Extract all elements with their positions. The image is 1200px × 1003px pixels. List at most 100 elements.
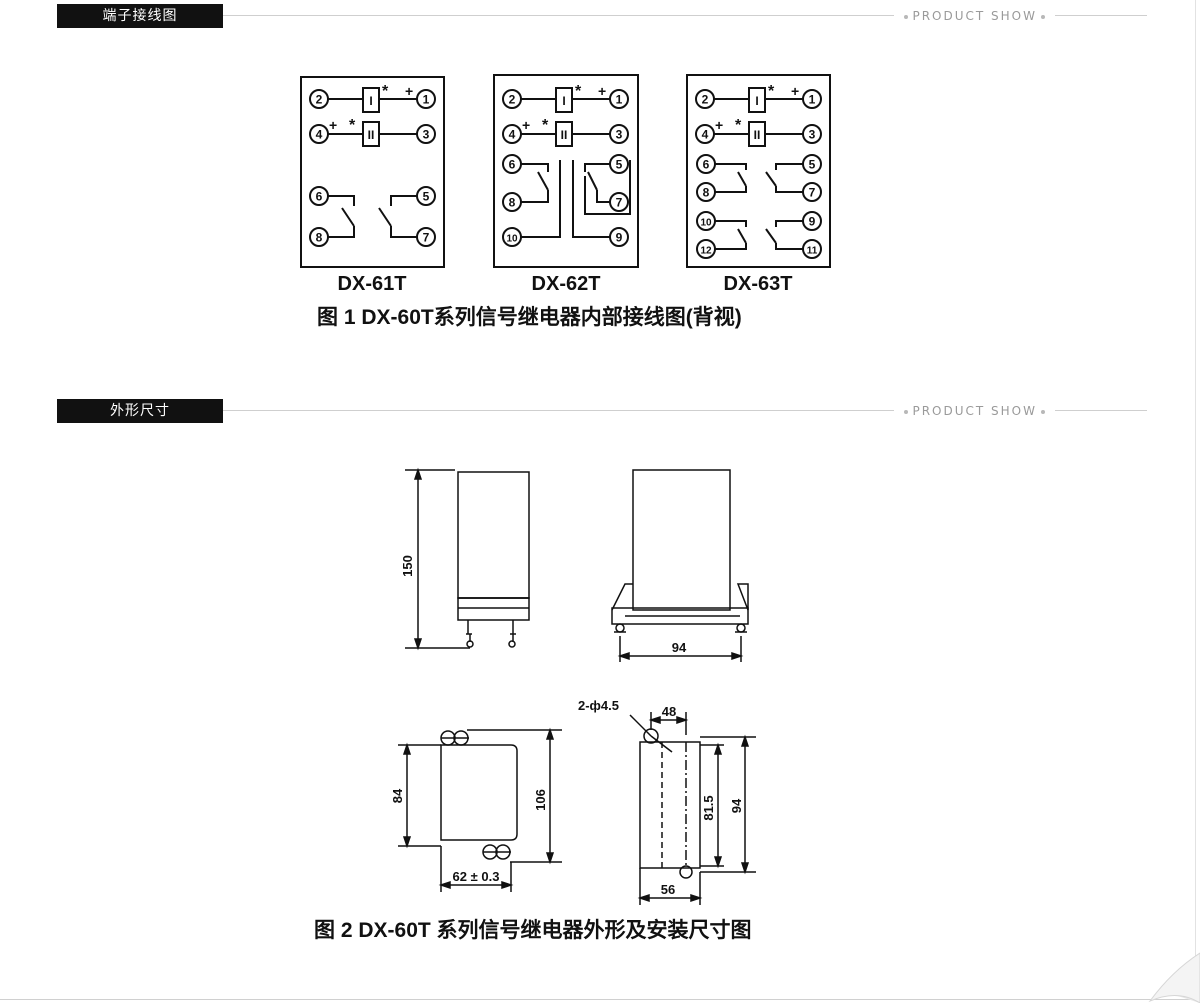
terminal-6-2 xyxy=(696,154,716,174)
side-view-outline xyxy=(405,467,530,651)
star-mark: * xyxy=(542,117,549,134)
coil-0 xyxy=(362,87,380,113)
panel-view-outline xyxy=(398,727,562,892)
terminal-number: 3 xyxy=(809,128,816,142)
section-header-wiring: 端子接线图 PRODUCT SHOW xyxy=(57,4,1147,28)
wire xyxy=(715,220,747,250)
model-label-dx63t: DX-63T xyxy=(724,273,793,295)
terminal-6-0 xyxy=(309,186,329,206)
front-view-outline xyxy=(611,469,749,662)
terminal-number: 10 xyxy=(700,218,712,229)
terminal-8-0 xyxy=(309,227,329,247)
terminal-6-1 xyxy=(502,154,522,174)
terminal-5-1 xyxy=(609,154,629,174)
relay-box-dx63t xyxy=(686,74,831,268)
terminal-3-1 xyxy=(609,124,629,144)
terminal-number: 4 xyxy=(509,128,516,142)
terminal-10-1 xyxy=(502,227,522,247)
terminal-5-0 xyxy=(416,186,436,206)
terminal-number: 6 xyxy=(316,190,323,204)
mount-side-outline xyxy=(629,712,756,905)
plus-mark: + xyxy=(715,117,723,133)
coil-label: I xyxy=(755,94,758,108)
header-divider xyxy=(223,410,1147,411)
dim-bottom-width-56: 56 xyxy=(661,882,675,897)
terminal-number: 4 xyxy=(316,128,323,142)
plus-mark: + xyxy=(522,117,530,133)
star-mark: * xyxy=(575,83,582,100)
coil-0 xyxy=(362,121,380,147)
wire xyxy=(765,220,803,250)
coil-label: I xyxy=(369,94,372,108)
terminal-3-2 xyxy=(802,124,822,144)
terminal-9-1 xyxy=(609,227,629,247)
wire xyxy=(521,160,561,238)
dim-holes: 2-ф4.5 xyxy=(578,698,619,713)
terminal-number: 3 xyxy=(616,128,623,142)
coil-2 xyxy=(748,121,766,147)
coil-label: II xyxy=(561,128,568,142)
terminal-5-2 xyxy=(802,154,822,174)
terminal-number: 4 xyxy=(702,128,709,142)
terminal-3-0 xyxy=(416,124,436,144)
terminal-number: 7 xyxy=(616,196,623,210)
plus-mark: + xyxy=(791,83,799,99)
dim-inner-height-81-5: 81.5 xyxy=(701,795,716,820)
terminal-7-1 xyxy=(609,192,629,212)
dot-icon xyxy=(1041,14,1045,19)
section-header-dimensions: 外形尺寸 PRODUCT SHOW xyxy=(57,399,1147,423)
terminal-2-2 xyxy=(695,89,715,109)
relay-box-dx62t xyxy=(493,74,639,268)
dim-base-width-94: 94 xyxy=(672,640,687,655)
terminal-number: 5 xyxy=(809,158,816,172)
coil-1 xyxy=(555,87,573,113)
terminal-2-1 xyxy=(502,89,522,109)
terminal-number: 2 xyxy=(316,93,323,107)
terminal-number: 9 xyxy=(616,231,623,245)
terminal-number: 9 xyxy=(809,215,816,229)
terminal-number: 1 xyxy=(616,93,623,107)
star-mark: * xyxy=(382,83,389,100)
dimension-drawing-figure: 150 94 84 106 62 ± 0.3 2-ф4.5 48 81.5 94… xyxy=(314,467,756,942)
dim-panel-height-84: 84 xyxy=(390,788,405,803)
terminal-number: 10 xyxy=(506,234,518,245)
terminal-9-2 xyxy=(802,211,822,231)
terminal-number: 8 xyxy=(703,186,710,200)
wire xyxy=(378,195,417,238)
page-curl-icon xyxy=(1148,952,1200,1003)
section-title: 外形尺寸 xyxy=(57,399,223,423)
coil-label: II xyxy=(754,128,761,142)
terminal-7-0 xyxy=(416,227,436,247)
terminal-number: 6 xyxy=(703,158,710,172)
plus-mark: + xyxy=(405,83,413,99)
coil-2 xyxy=(748,87,766,113)
header-divider xyxy=(223,15,1147,16)
terminal-number: 6 xyxy=(509,158,516,172)
dim-mount-width-62: 62 ± 0.3 xyxy=(453,869,500,884)
terminal-number: 8 xyxy=(509,196,516,210)
plus-mark: + xyxy=(598,83,606,99)
coil-label: II xyxy=(368,128,375,142)
terminal-8-2 xyxy=(696,182,716,202)
dim-hole-offset-48: 48 xyxy=(662,704,676,719)
dim-outer-height-94: 94 xyxy=(729,798,744,813)
terminal-number: 1 xyxy=(809,93,816,107)
terminal-number: 2 xyxy=(702,93,709,107)
terminal-number: 2 xyxy=(509,93,516,107)
product-show-tag: PRODUCT SHOW xyxy=(894,403,1055,419)
terminal-number: 3 xyxy=(423,128,430,142)
dim-mount-height-106: 106 xyxy=(533,789,548,811)
header-divider-tail xyxy=(1055,15,1147,16)
figure1-caption: 图 1 DX-60T系列信号继电器内部接线图(背视) xyxy=(317,305,742,329)
star-mark: * xyxy=(768,83,775,100)
terminal-number: 7 xyxy=(809,186,816,200)
terminal-7-2 xyxy=(802,182,822,202)
dot-icon xyxy=(1041,409,1045,414)
wire xyxy=(328,195,355,238)
product-show-tag: PRODUCT SHOW xyxy=(894,8,1055,24)
model-label-dx61t: DX-61T xyxy=(338,273,407,295)
terminal-1-1 xyxy=(609,89,629,109)
terminal-number: 8 xyxy=(316,231,323,245)
